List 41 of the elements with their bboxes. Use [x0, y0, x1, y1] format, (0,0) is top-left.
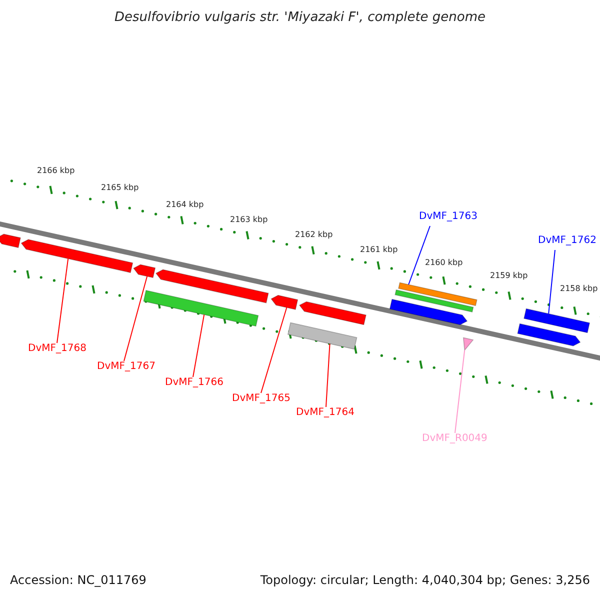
scale-label: 2160 kbp	[425, 258, 463, 267]
gene-label: DvMF_1763	[419, 211, 478, 222]
leader-line	[192, 314, 205, 378]
leader-line	[260, 307, 288, 394]
scale-label: 2161 kbp	[360, 245, 398, 254]
gene-feature	[298, 301, 366, 326]
leader-line	[548, 250, 556, 314]
scale-label: 2166 kbp	[37, 166, 75, 175]
leader-line	[56, 258, 69, 344]
gene-label: DvMF_1765	[232, 393, 290, 404]
gene-feature	[155, 269, 269, 304]
gene-bar	[524, 308, 590, 334]
scale-label: 2163 kbp	[230, 215, 268, 224]
gene-bar	[394, 289, 474, 312]
gene-feature	[389, 298, 468, 326]
gene-feature	[20, 239, 134, 274]
marker-triangle	[462, 337, 474, 352]
gene-feature	[0, 234, 21, 248]
scale-label: 2158 kbp	[560, 284, 598, 293]
leader-line	[454, 350, 466, 434]
gene-label: DvMF_1764	[296, 407, 354, 418]
gene-feature	[133, 264, 156, 278]
leader-line	[326, 343, 330, 408]
gene-label: DvMF_1766	[165, 377, 224, 388]
scale-label: 2162 kbp	[295, 230, 333, 239]
gene-label: DvMF_1762	[538, 235, 596, 246]
leader-line	[124, 276, 148, 362]
scale-label: 2159 kbp	[490, 271, 528, 280]
gene-bar	[398, 282, 478, 306]
gene-feature	[517, 323, 581, 346]
scale-label: 2164 kbp	[166, 200, 204, 209]
title: Desulfovibrio vulgaris str. 'Miyazaki F', complete genome	[113, 10, 487, 25]
gene-bar	[143, 290, 259, 327]
gene-feature	[270, 294, 298, 310]
gene-label: DvMF_R0049	[422, 433, 488, 444]
gene-label: DvMF_1767	[97, 361, 156, 372]
gene-bar	[287, 322, 358, 350]
footer-text: Topology: circular; Length: 4,040,304 bp; Genes: 3,256	[260, 573, 590, 587]
gene-label: DvMF_1768	[28, 343, 86, 354]
scale-label: 2165 kbp	[101, 183, 139, 192]
footer-text: Accession: NC_011769	[10, 573, 146, 587]
